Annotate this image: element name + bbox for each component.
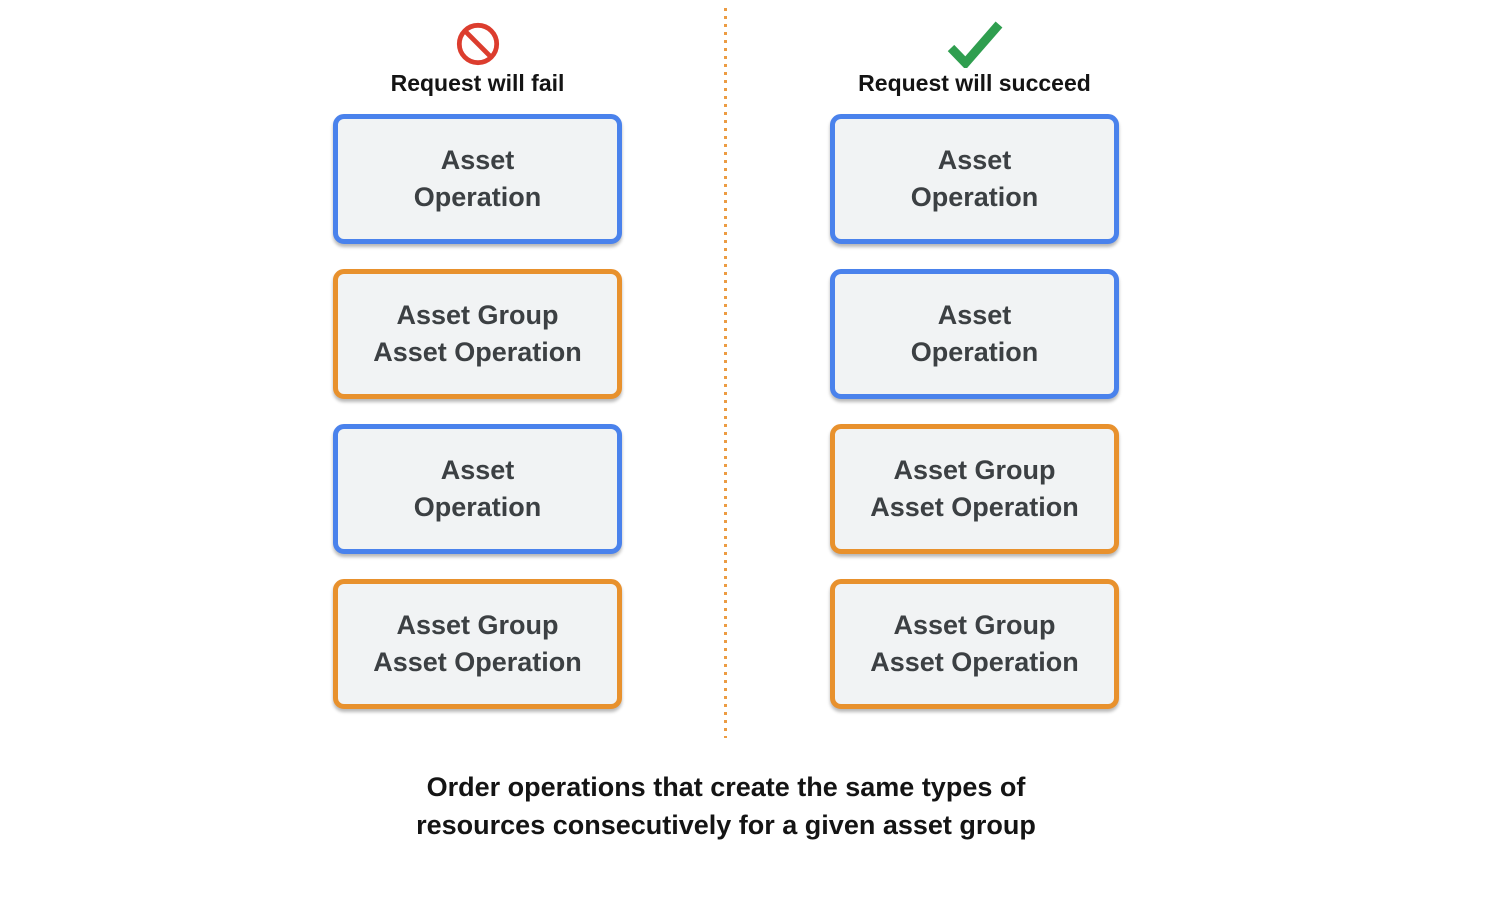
fail-box-list: Asset Operation Asset Group Asset Operat…: [333, 114, 622, 709]
operation-box: Asset Operation: [830, 269, 1119, 399]
operation-box: Asset Group Asset Operation: [333, 579, 622, 709]
operation-box: Asset Operation: [333, 114, 622, 244]
succeed-column-title: Request will succeed: [858, 70, 1091, 96]
operation-box: Asset Group Asset Operation: [830, 579, 1119, 709]
succeed-icon-slot: [946, 20, 1004, 68]
operation-box: Asset Operation: [830, 114, 1119, 244]
operation-box: Asset Group Asset Operation: [333, 269, 622, 399]
fail-column-title: Request will fail: [390, 70, 565, 96]
operation-box: Asset Operation: [333, 424, 622, 554]
fail-icon-slot: [455, 20, 501, 68]
column-divider: [724, 8, 727, 738]
operation-box: Asset Group Asset Operation: [830, 424, 1119, 554]
succeed-box-list: Asset Operation Asset Operation Asset Gr…: [830, 114, 1119, 709]
prohibition-icon: [456, 22, 499, 66]
diagram-caption: Order operations that create the same ty…: [416, 772, 1036, 840]
fail-column: Request will fail Asset Operation Asset …: [333, 0, 622, 709]
succeed-column: Request will succeed Asset Operation Ass…: [830, 0, 1119, 709]
checkmark-icon: [947, 21, 1002, 68]
